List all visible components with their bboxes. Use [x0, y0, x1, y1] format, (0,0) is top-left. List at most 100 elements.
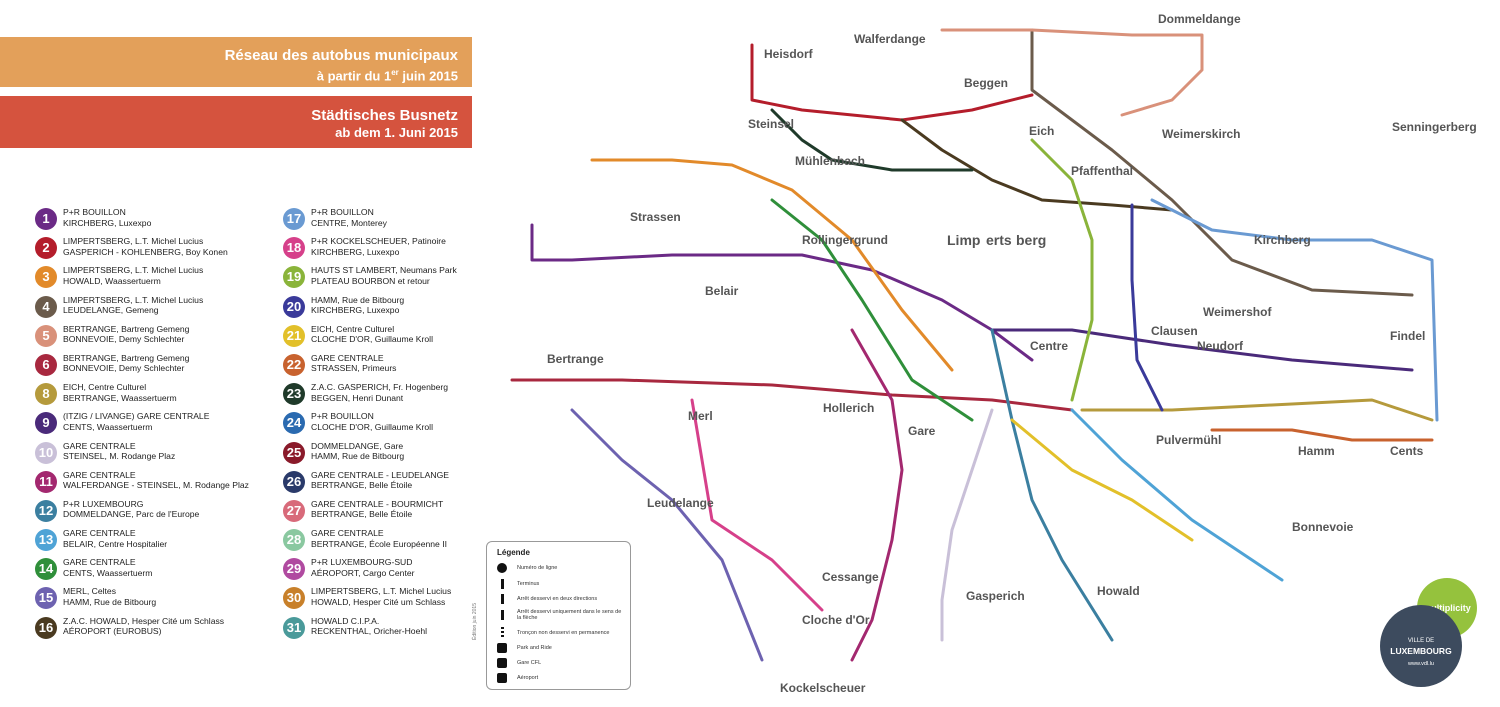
- bus-route-line: [940, 408, 994, 642]
- bus-route-line: [770, 198, 974, 422]
- line-origin: GARE CENTRALE: [63, 440, 136, 451]
- line-origin: GARE CENTRALE - LEUDELANGE: [311, 469, 450, 480]
- line-origin: GARE CENTRALE: [311, 352, 384, 363]
- district-beggen: Beggen: [964, 76, 1008, 90]
- bus-route-line: [1070, 408, 1284, 582]
- line-origin: GARE CENTRALE: [311, 528, 384, 539]
- line-destination: BERTRANGE, Belle Étoile: [311, 480, 413, 491]
- line-origin: LIMPERTSBERG, L.T. Michel Lucius: [63, 294, 204, 305]
- bus-route-line: [530, 223, 1034, 362]
- district-pulvermuhl: Pulvermühl: [1156, 433, 1221, 447]
- line-destination: HAMM, Rue de Bitbourg: [311, 451, 405, 461]
- district-kockelscheuer: Kockelscheuer: [780, 681, 866, 695]
- bus-network-map: Dommeldange Walferdange Heisdorf Beggen …: [510, 12, 1477, 695]
- line-origin: P+R LUXEMBOURG-SUD: [311, 557, 413, 568]
- line-destination: BERTRANGE, Belle Étoile: [311, 509, 413, 520]
- line-origin: HOWALD C.I.P.A.: [311, 615, 380, 626]
- line-destination: CENTS, Waassertuerm: [63, 421, 153, 432]
- line-number-badge: 12: [35, 499, 57, 522]
- legend-title: Légende: [497, 548, 530, 557]
- district-rollingergrund: Rollingergrund: [802, 233, 888, 247]
- line-destination: BERTRANGE, Waassertuerm: [63, 392, 177, 403]
- line-number-badge: 5: [35, 324, 57, 347]
- line-origin: EICH, Centre Culturel: [311, 323, 395, 334]
- line-destination: CENTS, Waassertuerm: [63, 567, 153, 578]
- line-number-badge: 10: [35, 441, 57, 464]
- banner-french: Réseau des autobus municipaux à partir d…: [0, 37, 472, 87]
- line-number-badge: 11: [35, 470, 57, 493]
- line-origin: Z.A.C. HOWALD, Hesper Cité um Schlass: [63, 615, 225, 626]
- line-number-badge: 16: [35, 616, 57, 639]
- bus-route-line: [990, 328, 1414, 372]
- partial-section-icon: [501, 627, 504, 637]
- edition-note: Édition juin 2015: [472, 603, 478, 640]
- line-destination: AÉROPORT (EUROBUS): [63, 626, 162, 637]
- line-origin: BERTRANGE, Bartreng Gemeng: [63, 323, 190, 334]
- district-heisdorf: Heisdorf: [764, 47, 814, 61]
- district-gasperich: Gasperich: [966, 589, 1025, 603]
- line-destination: KIRCHBERG, Luxexpo: [311, 246, 400, 257]
- bus-route-line: [850, 328, 904, 662]
- line-number-badge: 18: [283, 237, 305, 260]
- district-findel: Findel: [1390, 329, 1425, 343]
- district-kirchberg: Kirchberg: [1254, 233, 1311, 247]
- line-number-badge: 25: [283, 441, 305, 464]
- legend-item-two-way: Arrêt desservi en deux directions: [517, 596, 598, 602]
- vdl-name: LUXEMBOURG: [1390, 646, 1452, 656]
- line-destination: CENTRE, Monterey: [311, 217, 387, 228]
- bus-route-line: [1080, 398, 1434, 422]
- legend-item-one-way: Arrêt desservi uniquement dans le sens d…: [517, 609, 622, 621]
- legend-item-airport: Aéroport: [517, 675, 539, 681]
- line-origin: P+R LUXEMBOURG: [63, 498, 144, 509]
- line-destination: STEINSEL, M. Rodange Plaz: [63, 451, 176, 461]
- line-number-badge: 15: [35, 587, 57, 610]
- bus-route-line: [1150, 198, 1439, 422]
- line-origin: LIMPERTSBERG, L.T. Michel Lucius: [63, 236, 204, 247]
- line-destination: PLATEAU BOURBON et retour: [311, 275, 430, 286]
- vdl-url: www.vdl.lu: [1408, 661, 1434, 667]
- district-strassen: Strassen: [630, 210, 681, 224]
- line-number-badge: 24: [283, 412, 305, 435]
- district-weimershof: Weimershof: [1203, 305, 1272, 319]
- district-centre: Centre: [1030, 339, 1068, 353]
- line-origin: P+R BOUILLON: [311, 411, 374, 422]
- line-destination: BEGGEN, Henri Dunant: [311, 392, 404, 403]
- district-bertrange: Bertrange: [547, 352, 604, 366]
- banner-fr-date: à partir du 1er juin 2015: [316, 68, 458, 84]
- legend-item-park-ride: Park and Ride: [517, 645, 552, 651]
- line-number-badge: 8: [35, 383, 57, 406]
- line-number-badge: 29: [283, 558, 305, 581]
- park-and-ride-icon: [497, 643, 507, 653]
- line-route-text: HOWALD C.I.P.A.RECKENTHAL, Oricher-Hoehl: [311, 616, 427, 637]
- district-limp: Limp: [947, 232, 980, 248]
- district-cents: Cents: [1390, 444, 1424, 458]
- line-number-badge: 23: [283, 383, 305, 406]
- bus-route-line: [990, 328, 1114, 642]
- line-number-badge: 6: [35, 353, 57, 376]
- line-origin: EICH, Centre Culturel: [63, 382, 147, 393]
- bus-route-line: [1130, 203, 1164, 412]
- line-number-badge: 2: [35, 237, 57, 260]
- district-pfaffenthal: Pfaffenthal: [1071, 164, 1133, 178]
- line-destination: DOMMELDANGE, Parc de l'Europe: [63, 509, 200, 520]
- bus-route-line: [510, 378, 1074, 412]
- line-destination: HAMM, Rue de Bitbourg: [63, 596, 157, 607]
- line-destination: BERTRANGE, École Européenne II: [311, 538, 447, 549]
- line-number-badge: 27: [283, 499, 305, 522]
- line-number-badge: 22: [283, 353, 305, 376]
